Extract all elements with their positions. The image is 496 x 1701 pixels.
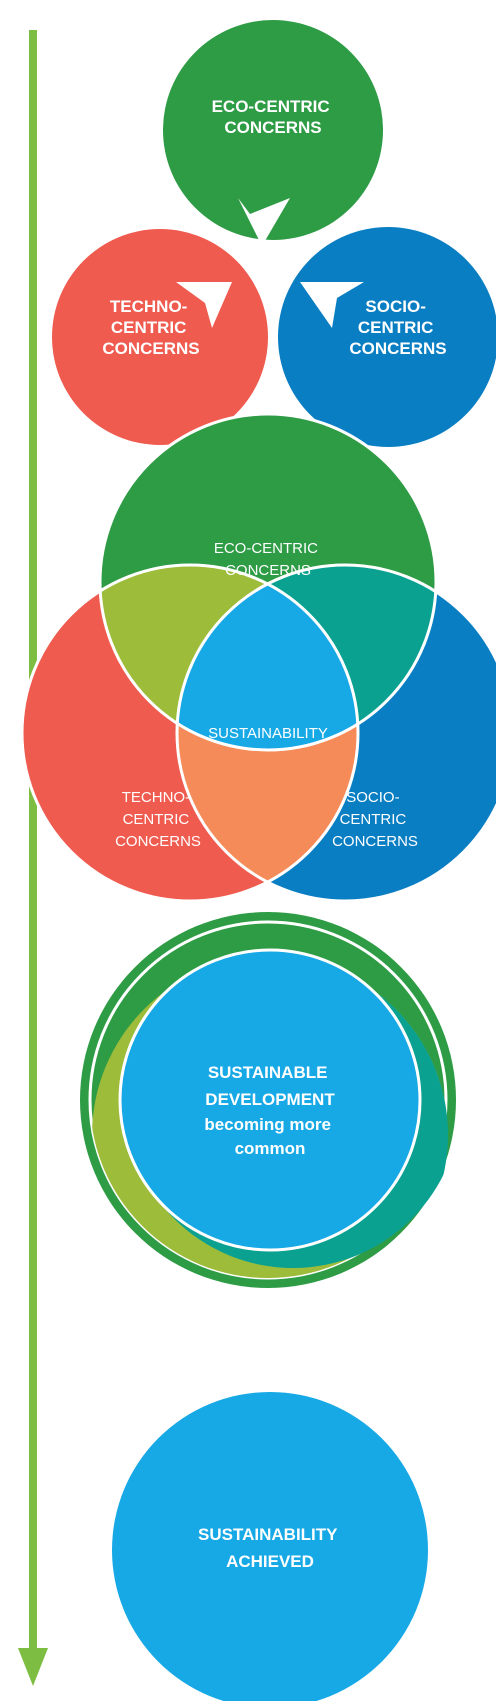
venn-techno-label: TECHNO- CENTRIC CONCERNS bbox=[115, 789, 201, 850]
venn-eco-label: ECO-CENTRIC CONCERNS bbox=[214, 540, 322, 579]
development-subtitle: becoming more common bbox=[204, 1115, 335, 1158]
socio-centric-circle bbox=[278, 227, 496, 447]
eco-centric-label: ECO-CENTRIC CONCERNS bbox=[212, 97, 335, 137]
arrow-shaft bbox=[29, 30, 37, 1660]
arrow-head bbox=[18, 1648, 48, 1686]
stage-separate-concerns: ECO-CENTRIC CONCERNS TECHNO- CENTRIC CON… bbox=[52, 20, 496, 447]
stage-overlapping-concerns: ECO-CENTRIC CONCERNS SUSTAINABILITY TECH… bbox=[20, 412, 496, 903]
development-core-circle bbox=[118, 948, 422, 1252]
venn-sustainability-label: SUSTAINABILITY bbox=[208, 725, 328, 742]
socio-pointer-icon bbox=[300, 282, 364, 328]
venn-techno-outline bbox=[20, 563, 360, 903]
achieved-circle bbox=[112, 1392, 428, 1701]
venn-socio-label: SOCIO- CENTRIC CONCERNS bbox=[332, 789, 418, 850]
eco-pointer-icon bbox=[238, 198, 290, 246]
achieved-label: SUSTAINABILITY ACHIEVED bbox=[198, 1525, 342, 1571]
venn-eco-outline bbox=[98, 412, 438, 752]
techno-centric-circle bbox=[52, 229, 268, 445]
stage-sustainable-development: SUSTAINABLE DEVELOPMENT becoming more co… bbox=[80, 912, 456, 1288]
socio-centric-label: SOCIO- CENTRIC CONCERNS bbox=[349, 297, 446, 358]
venn-socio-outline bbox=[175, 563, 496, 903]
eco-centric-circle bbox=[163, 20, 383, 240]
stage-sustainability-achieved: SUSTAINABILITY ACHIEVED bbox=[112, 1392, 428, 1701]
techno-centric-label: TECHNO- CENTRIC CONCERNS bbox=[102, 297, 199, 358]
development-title: SUSTAINABLE DEVELOPMENT bbox=[205, 1063, 335, 1109]
techno-pointer-icon bbox=[176, 282, 232, 328]
progression-arrow bbox=[18, 30, 48, 1686]
